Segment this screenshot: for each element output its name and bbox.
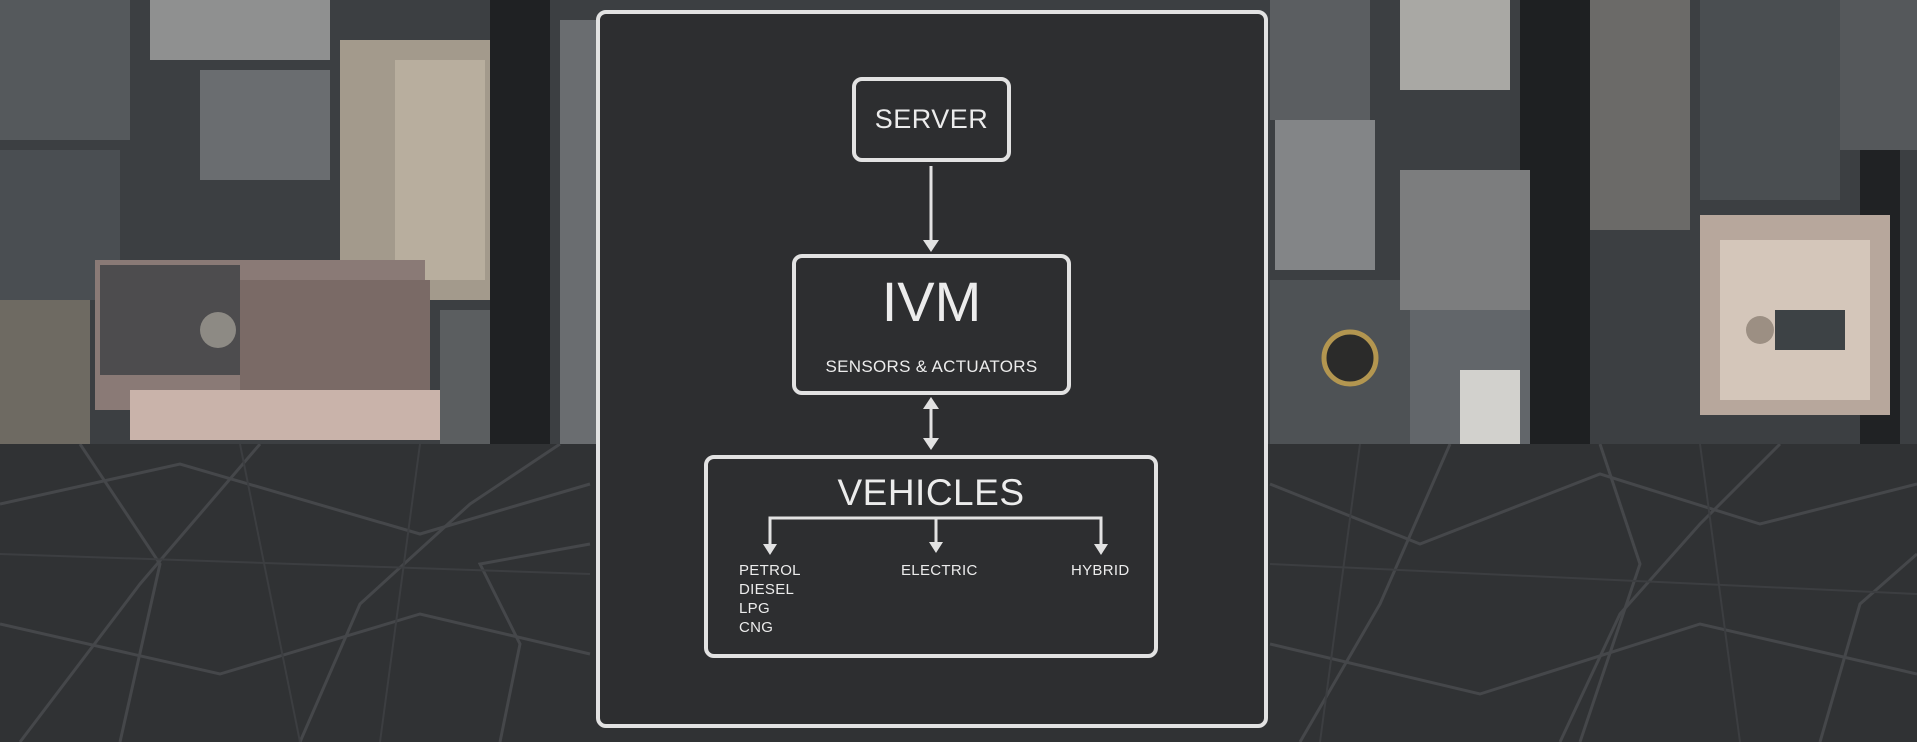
fuel-types-list: PETROL DIESEL LPG CNG [739,561,801,637]
vehicle-type-cng: CNG [739,619,774,636]
vehicle-type-electric: ELECTRIC [901,562,978,579]
vehicle-type-petrol: PETROL [739,562,801,579]
vehicle-type-diesel: DIESEL [739,581,795,598]
ivm-label: IVM [881,270,982,333]
server-label: SERVER [874,104,989,134]
ivm-node: IVM SENSORS & ACTUATORS [792,254,1071,395]
vehicles-node: VEHICLES [704,455,1158,658]
vehicle-type-hybrid: HYBRID [1071,562,1130,579]
vehicles-label: VEHICLES [837,472,1025,513]
vehicle-type-lpg: LPG [739,600,770,617]
server-node: SERVER [852,77,1011,162]
ivm-sublabel: SENSORS & ACTUATORS [825,357,1038,376]
